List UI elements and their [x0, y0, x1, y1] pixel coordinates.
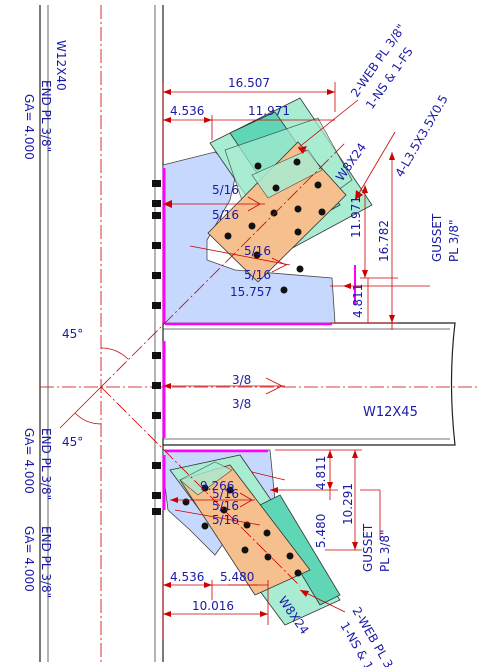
upper-angles-note: 4-L3.5X3.5X0.5: [392, 93, 450, 180]
dim-upper-height: 16.782: [377, 220, 391, 262]
dim-lower-clear: 4.811: [314, 456, 328, 490]
weld-u4: 5/16: [244, 268, 271, 282]
upper-gusset-note-2: PL 3/8": [447, 219, 461, 262]
weld-symbols: [239, 196, 287, 508]
weld-beam-bottom: 3/8: [232, 397, 251, 411]
dimension-lines: [162, 82, 430, 640]
work-lines: [59, 142, 346, 587]
column-label: W12X40: [54, 40, 68, 91]
dim-upper-top-width: 16.507: [228, 76, 270, 90]
lower-end-plate-note-2: END PL 3/8": [39, 526, 53, 598]
lower-web-plate: [179, 461, 311, 596]
dim-upper-setback: 4.536: [170, 104, 204, 118]
column: [39, 5, 164, 662]
lower-gusset-note-2: PL 3/8": [378, 529, 392, 572]
upper-gage-note: GA= 4.000: [22, 94, 36, 160]
dim-upper-diag: 15.757: [230, 285, 272, 299]
dim-lower-setback: 4.536: [170, 570, 204, 584]
upper-gusset-note-1: GUSSET: [430, 213, 444, 262]
column-flange-bolts: [152, 180, 161, 515]
dim-lower-height: 10.291: [341, 483, 355, 525]
weld-l3: 5/16: [212, 513, 239, 527]
arrowheads: [163, 89, 395, 617]
beam: [40, 322, 480, 446]
upper-bolts: [224, 158, 326, 294]
dim-upper-inner-width: 11.971: [248, 104, 290, 118]
weld-u3: 5/16: [244, 244, 271, 258]
lower-gage-note-2: GA= 4.000: [22, 526, 36, 592]
beam-label: W12X45: [363, 405, 418, 420]
dim-upper-clear: 4.811: [351, 284, 365, 318]
dim-lower-width: 10.016: [192, 599, 234, 613]
dim-lower-vertical: 5.480: [314, 514, 328, 548]
angle-lower: 45°: [62, 435, 83, 449]
weld-l2: 5/16: [212, 499, 239, 513]
dim-lower-inner: 5.480: [220, 570, 254, 584]
weld-l1: 5/16: [212, 487, 239, 501]
lower-gusset-note-1: GUSSET: [361, 523, 375, 572]
weld-u2: 5/16: [212, 208, 239, 222]
weld-beam-top: 3/8: [232, 373, 251, 387]
angle-upper: 45°: [62, 327, 83, 341]
end-plates: [162, 168, 356, 510]
weld-u1: 5/16: [212, 183, 239, 197]
dim-lower-diag: 9.266: [200, 479, 234, 493]
upper-end-plate-note: END PL 3/8": [39, 80, 53, 152]
lower-end-plate-note-1: END PL 3/8": [39, 428, 53, 500]
lower-gage-note-1: GA= 4.000: [22, 428, 36, 494]
dim-upper-vertical-a: 11.971: [349, 196, 363, 238]
